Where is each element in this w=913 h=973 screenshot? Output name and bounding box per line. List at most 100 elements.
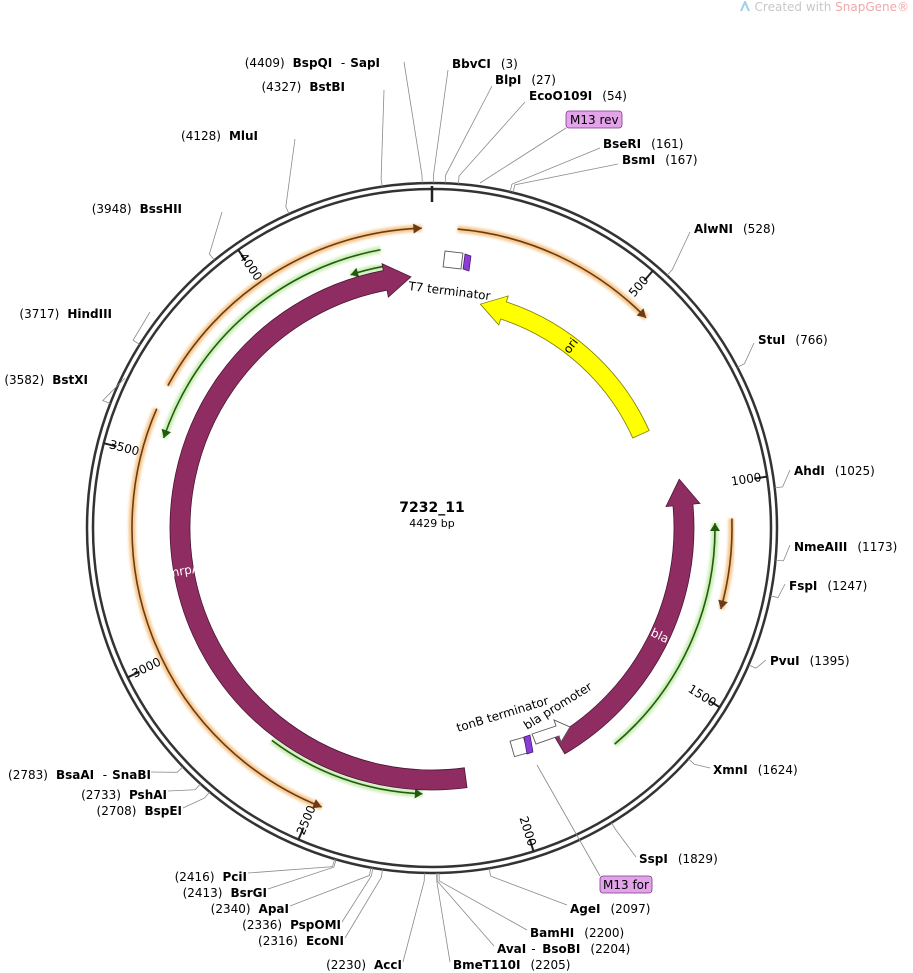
site-name: BmeT110I (453, 958, 521, 972)
orf-green-right[interactable] (612, 523, 720, 747)
primer-m13-rev[interactable]: M13 rev (479, 110, 623, 184)
site-position: (167) (665, 153, 697, 167)
site-ecoo109i[interactable]: EcoO109I(54) (458, 89, 627, 185)
tick-label: 2000 (517, 815, 540, 848)
watermark-brand: SnapGene (835, 0, 897, 14)
feature-mrpA[interactable] (169, 262, 468, 791)
site-separator: - (103, 768, 107, 782)
feature-t7-terminator[interactable] (442, 250, 472, 272)
site-name: NmeAIII (794, 540, 847, 554)
feature-ori[interactable] (479, 295, 650, 439)
site-pspomi[interactable]: PspOMI (2336) (242, 867, 374, 932)
tick-label: 3500 (108, 437, 141, 458)
tick-mark (237, 249, 247, 262)
site-bsmi[interactable]: BsmI (167) (512, 153, 698, 193)
site-pcii[interactable]: PciI(2416) (175, 858, 336, 884)
site-bsaai[interactable]: SnaBI-BsaAI(2783) (8, 766, 184, 782)
site-position: (1624) (758, 763, 798, 777)
feature-label-mrpA: mrpA (166, 561, 201, 581)
feature-tonb-terminator[interactable] (509, 734, 534, 758)
orf-orange-top-left[interactable] (164, 223, 422, 388)
site-position: (2230) (326, 958, 366, 972)
site-bsrgi[interactable]: BsrGI(2413) (183, 859, 337, 900)
orf-green-left[interactable] (160, 246, 382, 440)
site-sspi[interactable]: SspI(1829) (611, 822, 718, 866)
site-hindiii[interactable]: HindIII (3717) (19, 307, 151, 345)
restriction-sites: SapI-BspQI(4409)BstBI(4327)MluI(4128)Bss… (4, 56, 897, 972)
site-position: (3) (501, 57, 518, 71)
orf-orange-top-right[interactable] (457, 225, 649, 321)
site-bsshii[interactable]: BssHII(3948) (92, 202, 223, 261)
site-position: (2783) (8, 768, 48, 782)
site-position: (1025) (835, 464, 875, 478)
site-pshai[interactable]: PshAI (2733) (81, 783, 201, 802)
watermark: Created with SnapGene® (739, 0, 909, 14)
site-position: (2413) (183, 886, 223, 900)
site-position: (3717) (19, 307, 59, 321)
site-acci[interactable]: AccI(2230) (326, 872, 425, 972)
site-bseri[interactable]: BseRI (161) (509, 137, 683, 193)
site-name: PvuI (770, 654, 800, 668)
site-pvui[interactable]: PvuI(1395) (748, 654, 850, 669)
site-name: BspEI (144, 804, 182, 818)
site-stui[interactable]: StuI(766) (737, 333, 828, 368)
site-position: (54) (602, 89, 627, 103)
site-bstxi[interactable]: BstXI(3582) (4, 373, 126, 404)
site-name: XmnI (713, 763, 748, 777)
site-position: (766) (795, 333, 827, 347)
primer-label: M13 for (603, 878, 649, 892)
site-name: BbvCI (452, 57, 491, 71)
site-xmni[interactable]: XmnI (1624) (688, 758, 798, 777)
site-nmeaiii[interactable]: NmeAIII(1173) (775, 540, 898, 562)
site-position: (161) (651, 137, 683, 151)
site-fspi[interactable]: FspI (1247) (770, 579, 867, 598)
orf-orange-right[interactable] (717, 518, 736, 610)
site-position: (2336) (242, 918, 282, 932)
site-name: AhdI (794, 464, 825, 478)
orf-orange-left[interactable] (128, 407, 323, 811)
site-name: FspI (789, 579, 817, 593)
site-agei[interactable]: AgeI(2097) (488, 868, 650, 916)
site-separator: - (531, 942, 535, 956)
site-bamhi[interactable]: BamHI(2200) (438, 872, 624, 940)
site-position: (2316) (258, 934, 298, 948)
site-name: AvaI (497, 942, 526, 956)
site-position: (1247) (827, 579, 867, 593)
site-name: BsmI (622, 153, 655, 167)
site-alwni[interactable]: AlwNI(528) (666, 222, 775, 276)
tick-mark (754, 475, 768, 480)
primer-label: M13 rev (570, 113, 619, 127)
primer-m13-for[interactable]: M13 for (536, 764, 653, 894)
feature-bla-promoter[interactable] (531, 719, 571, 745)
site-name: HindIII (67, 307, 112, 321)
site-name: PspOMI (290, 918, 341, 932)
snapgene-logo-icon (739, 1, 750, 12)
site-mlui[interactable]: MluI(4128) (181, 129, 296, 215)
site-bmet110i[interactable]: BmeT110I(2205) (436, 872, 571, 972)
site-position: (2200) (584, 926, 624, 940)
orf-green-bottom[interactable] (269, 737, 423, 799)
site-position: (1829) (678, 852, 718, 866)
site-name: MluI (229, 129, 258, 143)
site-bbvci[interactable]: BbvCI (3) (433, 57, 518, 184)
site-separator: - (341, 56, 345, 70)
site-name: ApaI (259, 902, 289, 916)
site-name: AlwNI (694, 222, 733, 236)
feature-bla[interactable] (554, 478, 701, 755)
site-bstbi[interactable]: BstBI(4327) (261, 80, 385, 187)
site-position: (2733) (81, 788, 121, 802)
site-avai[interactable]: AvaI-BsoBI(2204) (436, 872, 630, 956)
site-name-secondary: SapI (350, 56, 380, 70)
site-econi[interactable]: EcoNI(2316) (258, 869, 383, 948)
site-name: PshAI (129, 788, 167, 802)
site-name: AgeI (570, 902, 600, 916)
site-ahdi[interactable]: AhdI (1025) (774, 464, 875, 489)
site-bspqi[interactable]: SapI-BspQI(4409) (245, 56, 423, 184)
site-apai[interactable]: ApaI(2340) (211, 867, 372, 916)
site-bspei[interactable]: BspEI(2708) (97, 791, 211, 818)
site-name: BseRI (603, 137, 641, 151)
site-blpi[interactable]: BlpI(27) (444, 73, 556, 184)
site-position: (3948) (92, 202, 132, 216)
